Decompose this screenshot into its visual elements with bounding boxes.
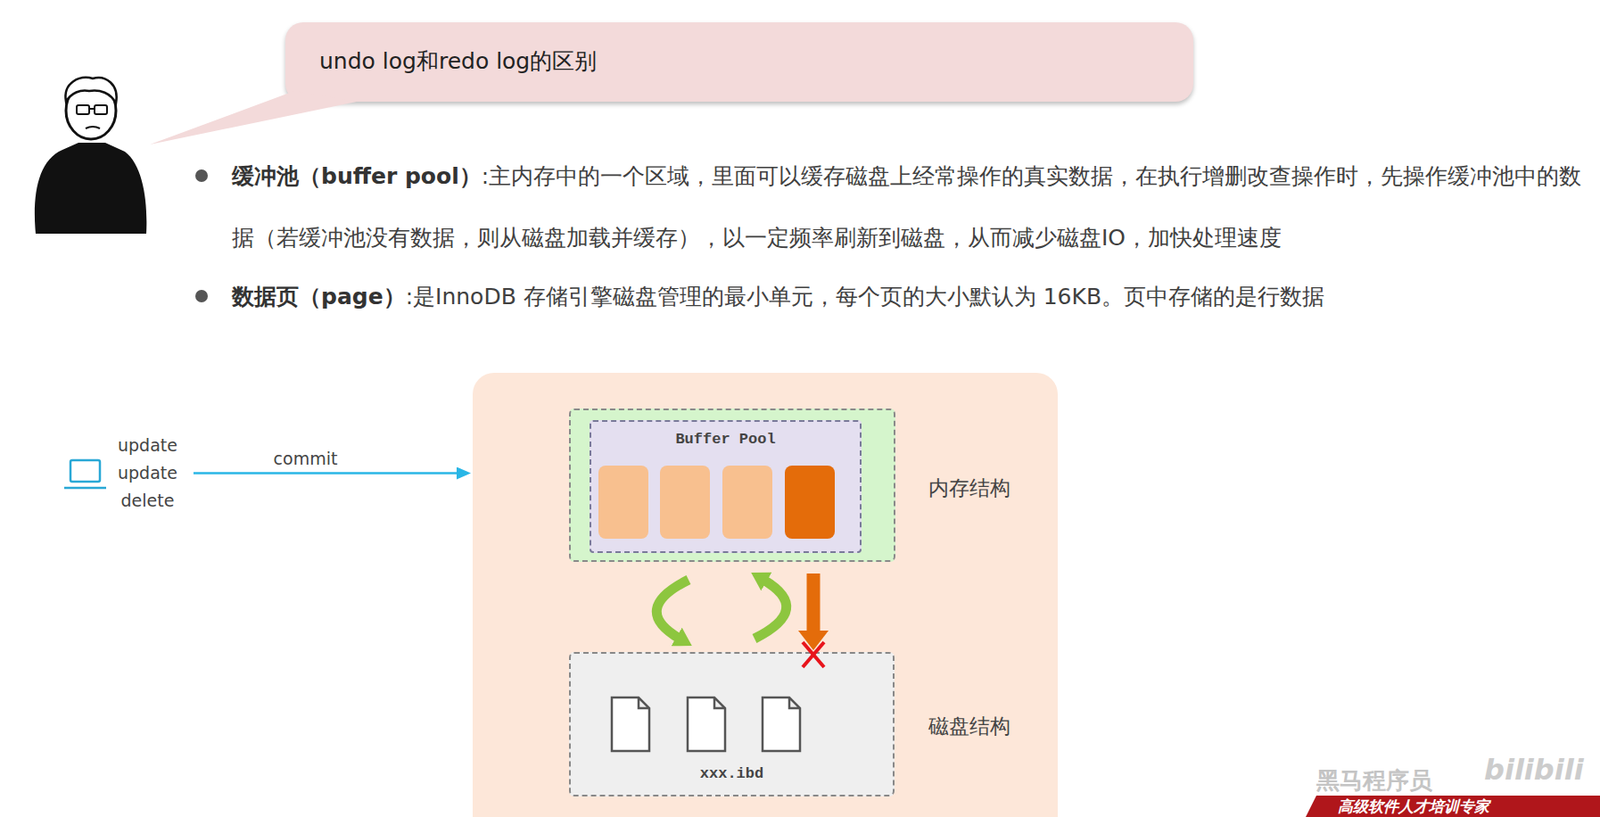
file-name: xxx.ibd — [570, 763, 893, 785]
bullet-item: 数据页（page）:是InnoDB 存储引擎磁盘管理的最小单元，每个页的大小默认… — [231, 265, 1588, 328]
file-icons — [611, 697, 800, 751]
page-block — [722, 465, 773, 539]
bullet-dot — [195, 169, 208, 182]
brand-bar — [1305, 795, 1600, 817]
dirty-page-block — [784, 465, 835, 539]
flush-blocked-arrow — [807, 573, 821, 631]
region-label: 磁盘结构 — [928, 712, 1011, 740]
watermark: 黑马程序员 — [1316, 770, 1433, 791]
person-glasses — [76, 105, 90, 115]
operation-list: update update delete — [114, 431, 182, 515]
person-body — [34, 142, 147, 234]
person-mouth — [85, 126, 100, 129]
person-glasses — [89, 107, 95, 110]
laptop-screen — [70, 460, 100, 482]
cross-stroke — [802, 642, 825, 668]
commit-arrow — [193, 471, 457, 475]
cross-stroke — [802, 642, 825, 668]
term-label: 缓冲池（buffer pool） — [231, 163, 482, 190]
laptop-base — [64, 486, 107, 490]
file-icon — [687, 697, 726, 751]
brand-slogan: 高级软件人才培训专家 — [1337, 796, 1490, 817]
load-arrow — [656, 579, 689, 639]
pool-title: Buffer Pool — [591, 429, 860, 450]
speech-bubble: undo log和redo log的区别 — [285, 22, 1194, 102]
watermark: bilibili — [1484, 759, 1584, 780]
file-icon — [762, 697, 800, 751]
term-label: 数据页（page） — [231, 283, 406, 310]
page-block — [659, 465, 710, 539]
page-block — [598, 465, 649, 539]
region-label: 内存结构 — [928, 474, 1011, 502]
person-glasses — [94, 105, 108, 115]
edge-label: commit — [273, 448, 339, 469]
flush-arrow — [754, 579, 787, 639]
person-hair — [65, 77, 116, 104]
blocked-cross — [802, 642, 825, 668]
bubble-tail — [149, 90, 357, 145]
bubble-title: undo log和redo log的区别 — [319, 48, 597, 75]
file-icon — [611, 697, 650, 751]
definition-text: :是InnoDB 存储引擎磁盘管理的最小单元，每个页的大小默认为 16KB。页中… — [405, 283, 1325, 310]
bullet-dot — [195, 289, 208, 303]
laptop-icon — [64, 460, 107, 488]
client-ops: update update delete — [114, 431, 182, 515]
person-figure — [34, 77, 147, 234]
bullet-item: 缓冲池（buffer pool）:主内存中的一个区域，里面可以缓存磁盘上经常操作… — [231, 145, 1588, 269]
